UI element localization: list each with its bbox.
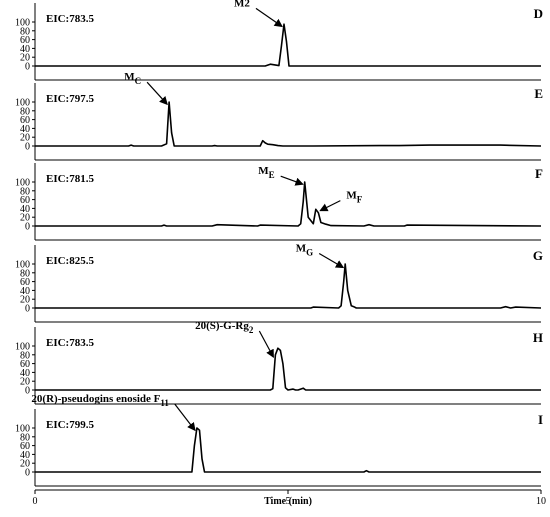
x-axis-title: Time (min) <box>264 496 312 507</box>
y-tick-label: 0 <box>25 304 30 315</box>
annotation-subscript: F <box>357 195 363 205</box>
annotation-text: 20(S)-G-Rg <box>195 320 249 332</box>
y-tick-label: 20 <box>20 133 30 144</box>
annotation-subscript: 2 <box>249 325 254 335</box>
annotation-subscript: 11 <box>160 398 169 408</box>
annotation-arrow <box>146 81 168 106</box>
x-tick-label: 0 <box>33 496 38 507</box>
y-tick-label: 40 <box>20 44 30 55</box>
annotation-text: M <box>258 165 269 177</box>
y-tick-label: 0 <box>25 222 30 233</box>
y-tick-label: 40 <box>20 450 30 461</box>
chromatogram-trace <box>35 181 542 227</box>
y-tick-label: 80 <box>20 186 30 197</box>
annotation-arrow <box>174 403 196 432</box>
peak-annotation: ME <box>258 165 274 180</box>
panel-letter: G <box>533 248 543 263</box>
annotation-arrow <box>258 330 274 359</box>
y-tick-label: 80 <box>20 26 30 37</box>
panel-letter: F <box>535 166 543 181</box>
y-tick-label: 40 <box>20 124 30 135</box>
x-tick-label: 5 <box>286 496 291 507</box>
y-tick-label: 0 <box>25 62 30 73</box>
y-tick-label: 80 <box>20 106 30 117</box>
annotation-arrow <box>319 200 341 212</box>
eic-label: EIC:799.5 <box>46 419 94 431</box>
annotation-text: M2 <box>234 0 250 9</box>
y-tick-label: 60 <box>20 35 30 46</box>
y-tick-label: 80 <box>20 432 30 443</box>
chromatogram-trace <box>35 101 542 147</box>
y-tick-label: 60 <box>20 195 30 206</box>
annotation-subscript: E <box>269 170 275 180</box>
y-tick-label: 0 <box>25 386 30 397</box>
y-tick-label: 100 <box>15 424 30 435</box>
eic-label: EIC:783.5 <box>46 337 94 349</box>
annotation-arrow <box>255 7 283 28</box>
y-tick-label: 100 <box>15 260 30 271</box>
y-tick-label: 20 <box>20 213 30 224</box>
y-tick-label: 20 <box>20 295 30 306</box>
y-tick-label: 80 <box>20 350 30 361</box>
y-tick-label: 20 <box>20 459 30 470</box>
y-tick-label: 100 <box>15 18 30 29</box>
annotation-arrow <box>280 175 304 186</box>
y-tick-label: 100 <box>15 178 30 189</box>
y-tick-label: 20 <box>20 377 30 388</box>
y-tick-label: 100 <box>15 342 30 353</box>
peak-annotation: MG <box>296 243 313 258</box>
y-tick-label: 60 <box>20 277 30 288</box>
chromatogram-trace <box>35 23 541 67</box>
x-tick-label: 10 <box>536 496 546 507</box>
peak-annotation: M2 <box>234 0 250 9</box>
peak-annotation: 20(R)-pseudogins enoside F11 <box>31 393 169 408</box>
panel-letter: D <box>534 6 543 21</box>
eic-label: EIC:781.5 <box>46 173 94 185</box>
y-tick-label: 0 <box>25 142 30 153</box>
panel-letter: E <box>534 86 543 101</box>
y-tick-label: 20 <box>20 53 30 64</box>
chromatogram-trace <box>35 347 541 391</box>
annotation-text: M <box>124 71 135 83</box>
panel-letter: I <box>538 412 543 427</box>
annotation-text: M <box>296 243 307 255</box>
y-tick-label: 80 <box>20 268 30 279</box>
chromatogram-trace <box>35 427 541 473</box>
eic-label: EIC:797.5 <box>46 93 94 105</box>
eic-label: EIC:783.5 <box>46 13 94 25</box>
peak-annotation: 20(S)-G-Rg2 <box>195 320 254 335</box>
panel-letter: H <box>533 330 543 345</box>
y-tick-label: 40 <box>20 368 30 379</box>
y-tick-label: 60 <box>20 441 30 452</box>
y-tick-label: 40 <box>20 204 30 215</box>
annotation-text: 20(R)-pseudogins enoside F <box>31 393 160 405</box>
peak-annotation: MC <box>124 71 141 86</box>
chromatogram-trace <box>35 263 542 309</box>
annotation-subscript: G <box>306 248 313 258</box>
y-tick-label: 60 <box>20 115 30 126</box>
y-tick-label: 100 <box>15 98 30 109</box>
annotation-subscript: C <box>135 76 142 86</box>
eic-label: EIC:825.5 <box>46 255 94 267</box>
y-tick-label: 60 <box>20 359 30 370</box>
y-tick-label: 40 <box>20 286 30 297</box>
peak-annotation: MF <box>346 190 362 205</box>
y-tick-label: 0 <box>25 468 30 479</box>
annotation-text: M <box>346 190 357 202</box>
annotation-arrow <box>318 253 345 269</box>
